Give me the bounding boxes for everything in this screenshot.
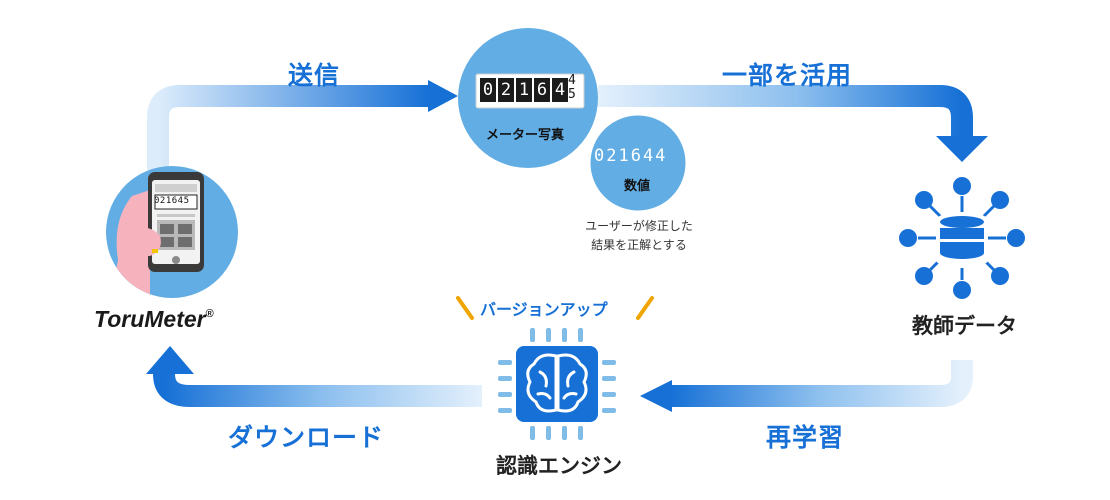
numeric-value: 021644 <box>594 146 668 166</box>
phone-illustration <box>110 172 204 298</box>
numeric-circle <box>585 110 691 216</box>
send-arrowhead <box>428 80 458 112</box>
retrain-arrow <box>670 360 973 407</box>
meter-digit: 4 <box>552 78 568 102</box>
app-brand-text: ToruMeter <box>94 306 206 332</box>
meter-digit: 6 <box>534 78 550 102</box>
app-brand: ToruMeter® <box>94 306 214 333</box>
version-accent-right <box>636 296 654 320</box>
numeric-label: 数値 <box>624 179 651 194</box>
download-arrow <box>153 373 482 407</box>
retrain-label: 再学習 <box>766 423 845 452</box>
correction-note-line2: 結果を正解とする <box>591 238 687 252</box>
engine-label: 認識エンジン <box>496 454 622 478</box>
teacher-data-label: 教師データ <box>912 314 1017 338</box>
correction-note-line1: ユーザーが修正した <box>585 219 693 233</box>
meter-digit: 2 <box>498 78 514 102</box>
registered-mark: ® <box>205 308 214 320</box>
send-label: 送信 <box>288 61 341 90</box>
meter-rolling-bottom: 5 <box>568 87 576 102</box>
download-label: ダウンロード <box>228 423 385 452</box>
meter-digit: 1 <box>516 78 532 102</box>
meter-digit: 0 <box>480 78 496 102</box>
ai-chip-icon <box>498 328 616 440</box>
meter-rolling-digit: 4 5 <box>568 74 576 102</box>
correction-note: ユーザーが修正した 結果を正解とする <box>568 217 710 255</box>
database-network-icon <box>899 177 1025 299</box>
partial-use-label: 一部を活用 <box>722 61 853 90</box>
phone-screen-digits: 021645 <box>154 196 190 206</box>
version-accent-left <box>456 296 474 320</box>
partial-use-arrowhead <box>936 136 988 162</box>
meter-rolling-top: 4 <box>568 73 576 88</box>
partial-use-arrow <box>598 85 973 138</box>
download-arrowhead <box>146 346 194 374</box>
meter-photo-label: メーター写真 <box>486 128 565 143</box>
send-arrow <box>147 85 430 170</box>
version-up-label: バージョンアップ <box>480 300 608 319</box>
retrain-arrowhead <box>640 380 672 412</box>
